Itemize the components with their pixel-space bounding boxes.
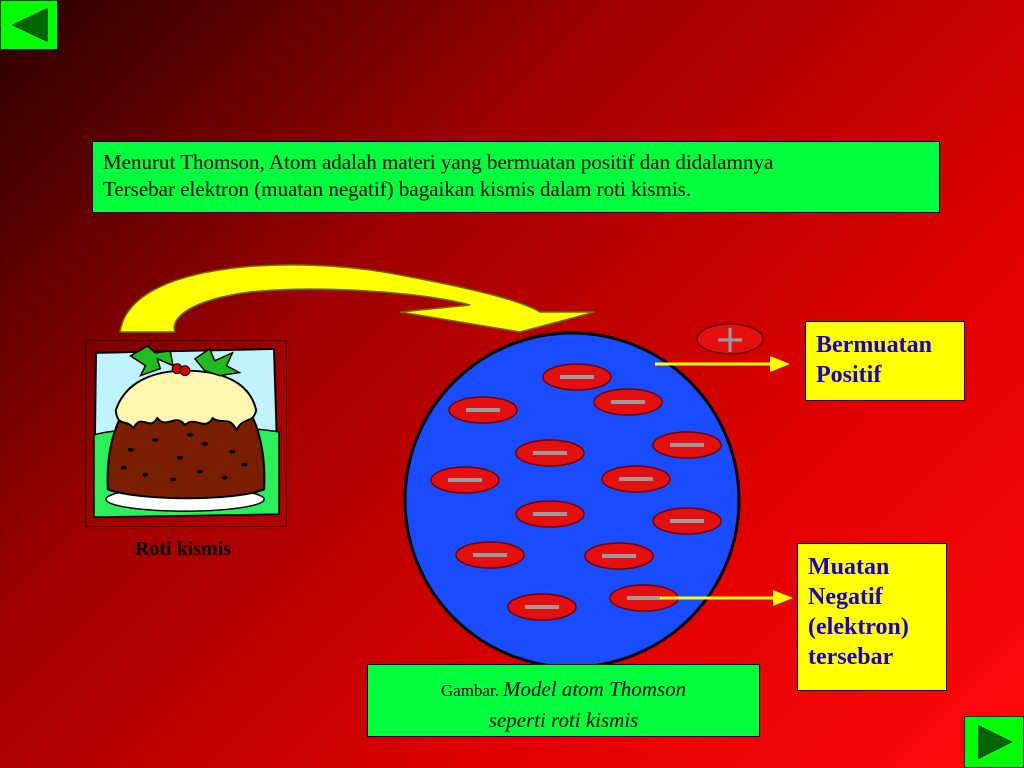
electron-9 — [652, 507, 722, 535]
intro-text-box: Menurut Thomson, Atom adalah materi yang… — [92, 141, 940, 213]
intro-line-1: Menurut Thomson, Atom adalah materi yang… — [103, 150, 774, 174]
positive-label-line-1: Bermuatan — [816, 332, 932, 358]
electron-12 — [507, 593, 577, 621]
caption-italic-2: seperti roti kismis — [488, 708, 639, 732]
electron-minus-sign-3 — [611, 400, 645, 404]
electron-minus-sign-8 — [533, 512, 567, 516]
electron-7 — [601, 465, 671, 493]
triangle-left-icon — [11, 7, 48, 43]
previous-slide-button[interactable] — [0, 0, 58, 50]
atom-sphere — [403, 331, 741, 669]
negative-label-line-1: Muatan — [808, 554, 890, 580]
electron-minus-sign-2 — [466, 408, 500, 412]
electron-2 — [448, 396, 518, 424]
electron-group — [430, 363, 722, 621]
electron-minus-sign-5 — [533, 451, 567, 455]
curved-arrow — [119, 264, 596, 333]
positive-charge-sign: + — [714, 317, 746, 361]
caption-prefix: Gambar. — [440, 681, 499, 700]
next-slide-button[interactable] — [964, 716, 1024, 768]
electron-1 — [542, 363, 612, 391]
positive-charge-label: Bermuatan Positif — [805, 321, 965, 401]
electron-13 — [609, 584, 679, 612]
triangle-right-icon — [978, 724, 1013, 760]
caption-italic-1: Model atom Thomson — [502, 677, 687, 701]
electron-3 — [593, 388, 663, 416]
positive-charge-ellipse — [696, 323, 764, 355]
electron-5 — [515, 439, 585, 467]
figure-caption: Gambar. Model atom Thomson seperti roti … — [367, 664, 760, 737]
positive-pointer-head — [770, 356, 790, 372]
negative-label-line-3: (elektron) — [808, 614, 909, 640]
electron-minus-sign-13 — [627, 596, 661, 600]
electron-4 — [652, 431, 722, 459]
negative-pointer-head — [773, 590, 793, 606]
electron-minus-sign-11 — [602, 554, 636, 558]
cake-label: Roti kismis — [134, 538, 232, 560]
electron-minus-sign-1 — [560, 375, 594, 379]
electron-minus-sign-7 — [619, 477, 653, 481]
raisin-cake-image — [85, 340, 287, 527]
electron-8 — [515, 500, 585, 528]
electron-minus-sign-6 — [448, 478, 482, 482]
electron-minus-sign-12 — [525, 605, 559, 609]
negative-label-line-2: Negatif — [808, 584, 883, 610]
electron-11 — [584, 542, 654, 570]
electron-6 — [430, 466, 500, 494]
electron-minus-sign-9 — [670, 519, 704, 523]
electron-minus-sign-4 — [670, 443, 704, 447]
electron-10 — [455, 541, 525, 569]
negative-charge-label: Muatan Negatif (elektron) tersebar — [797, 543, 947, 691]
cake-icon — [92, 345, 281, 519]
intro-line-2: Tersebar elektron (muatan negatif) bagai… — [103, 177, 692, 201]
electron-minus-sign-10 — [473, 553, 507, 557]
negative-label-line-4: tersebar — [808, 644, 894, 670]
positive-label-line-2: Positif — [816, 362, 882, 388]
